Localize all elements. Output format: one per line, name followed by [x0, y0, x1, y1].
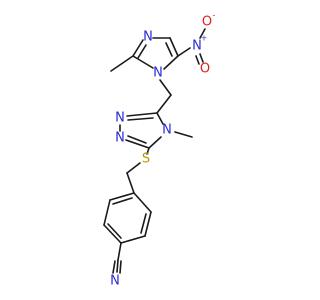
atom-nitrile-n: N: [110, 274, 120, 289]
atom-imidazole-n3: N: [143, 30, 153, 45]
molecule-structure-diagram: N N N + O - O N N N S N: [103, 11, 216, 289]
bonds: [103, 28, 206, 274]
atom-nitro-o-top-charge: -: [213, 11, 216, 20]
bond-nitro-n-o-top: [199, 28, 206, 39]
bond-nitrile-triple-1: [112, 260, 116, 274]
molecule-svg: N N N + O - O N N N S N: [103, 11, 216, 289]
bond-c5-nitro-n: [177, 47, 191, 57]
bond-c5t-s: [146, 147, 150, 155]
bond-c5t-n1t: [125, 139, 150, 149]
atom-triazole-n4: N: [162, 123, 172, 138]
atom-nitro-o-bottom: O: [200, 62, 210, 77]
bond-ch2-benzene: [126, 172, 135, 194]
bond-c2-n3-double: [137, 44, 147, 59]
bond-n1-ch2: [159, 79, 172, 96]
atom-triazole-n2: N: [115, 111, 125, 126]
bond-bz-2-3-double: [140, 213, 147, 234]
bond-nitrile-triple-2: [116, 259, 119, 273]
bond-bz-2-3: [144, 211, 152, 237]
bond-bz-5-6: [103, 199, 111, 226]
bond-bz-nitrile-c: [117, 242, 122, 261]
bond-c4-c5: [169, 37, 179, 57]
bond-n2t-c3-double: [127, 117, 154, 121]
bond-bz-6-1-double: [112, 197, 133, 205]
atom-thioether-s: S: [142, 152, 150, 167]
bond-c2-methyl: [110, 55, 134, 72]
bond-bz-4-5: [103, 224, 122, 244]
bond-n2t-c3: [126, 112, 158, 117]
bond-c2-n3: [132, 39, 144, 57]
bond-bz-1-2: [133, 192, 152, 213]
bond-c3-n4: [156, 112, 164, 125]
atom-imidazole-n1: N: [153, 66, 163, 81]
bond-c5-n1: [163, 55, 179, 70]
bond-c4-c5-double: [165, 42, 173, 57]
atom-nitro-n: N: [192, 39, 202, 54]
bond-nitro-n-o-bottom: [199, 53, 204, 63]
bond-bz-3-4: [120, 235, 146, 244]
atom-nitro-n-charge: +: [201, 34, 208, 43]
bond-ch2-triazole-c3: [156, 94, 172, 114]
bond-n4-methyl: [174, 131, 193, 138]
bond-s-ch2: [126, 162, 141, 174]
bond-c5t-n1t-double: [127, 135, 147, 144]
bond-bz-4-5-double: [107, 223, 122, 239]
atom-labels: N N N + O - O N N N S N: [110, 11, 215, 289]
bond-nitro-n-o-bottom-double: [195, 55, 200, 65]
bond-n1-c2: [132, 55, 154, 69]
bond-nitrile-triple-3: [119, 260, 122, 274]
atom-nitro-o-top: O: [202, 15, 212, 30]
bond-bz-6-1: [109, 192, 135, 201]
atom-triazole-n1: N: [115, 131, 125, 146]
bond-n4-c5t: [148, 136, 162, 149]
